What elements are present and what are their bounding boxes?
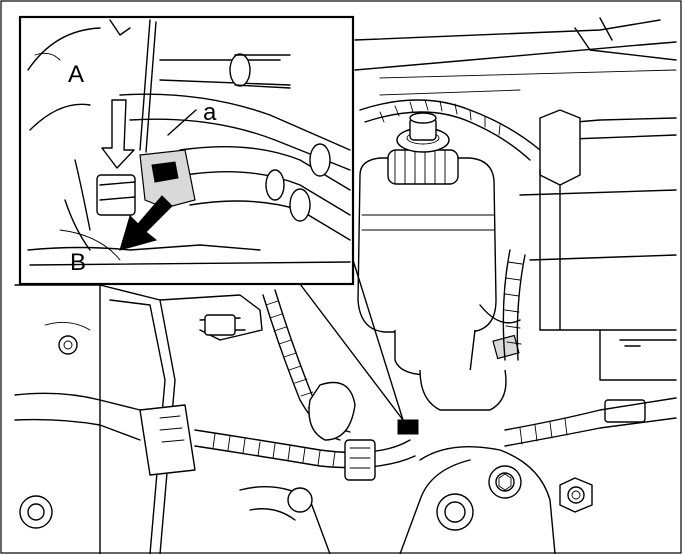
- inset-leader-line-right: [352, 259, 404, 421]
- label-a-leader: [167, 109, 197, 136]
- arrow-a: [101, 99, 135, 169]
- bolt-bottom-left: [19, 495, 53, 529]
- label-b-callout: B: [70, 249, 86, 276]
- inset-rod: [139, 19, 151, 151]
- bolt-lower-mid: [436, 493, 474, 531]
- reservoir-tank: [357, 157, 497, 333]
- label-a-part: a: [203, 99, 217, 126]
- label-a-callout: A: [68, 61, 84, 88]
- inset-detail-view: [18, 15, 355, 286]
- engine-bay-scene: [14, 17, 677, 554]
- bolt-left: [58, 335, 78, 355]
- connector-location-marker: [397, 419, 419, 435]
- inset-frame: [18, 15, 355, 286]
- bolt-center: [488, 465, 522, 499]
- inset-leader-line-left: [299, 283, 404, 421]
- left-connector: [139, 404, 196, 476]
- bolt-bottom-right: [559, 477, 593, 513]
- reservoir-cap-base: [387, 149, 459, 185]
- arrow-b: [119, 195, 173, 251]
